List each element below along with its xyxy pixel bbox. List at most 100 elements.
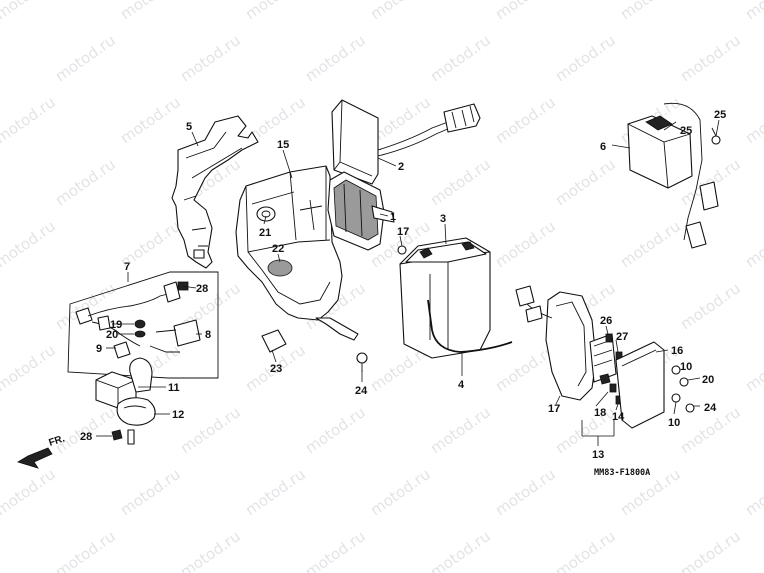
part-24-fuse-a bbox=[605, 333, 613, 343]
watermark-text: motod.ru bbox=[117, 0, 184, 23]
callout-27: 14 bbox=[612, 411, 625, 423]
callout-9: 9 bbox=[96, 343, 102, 355]
part-21-nut bbox=[134, 319, 146, 329]
watermark-text: motod.ru bbox=[0, 341, 59, 395]
watermark-text: motod.ru bbox=[492, 465, 559, 519]
watermark-text: motod.ru bbox=[427, 403, 494, 457]
callout-14: 16 bbox=[671, 345, 683, 357]
watermark-text: motod.ru bbox=[177, 403, 244, 457]
callout-21: 19 bbox=[110, 319, 122, 331]
part-5-bracket bbox=[171, 115, 259, 269]
watermark-text: motod.ru bbox=[242, 465, 309, 519]
watermark-text: motod.ru bbox=[177, 31, 244, 85]
watermark-text: motod.ru bbox=[52, 31, 119, 85]
watermark-text: motod.ru bbox=[742, 341, 764, 395]
watermark-text: motod.ru bbox=[552, 527, 619, 573]
callout-20-bottom: 24 bbox=[704, 402, 717, 414]
part-26-fuse bbox=[609, 383, 617, 393]
callout-23: 24 bbox=[355, 385, 368, 397]
watermark-text: motod.ru bbox=[677, 31, 744, 85]
callout-22: 20 bbox=[106, 329, 118, 341]
leader-lines bbox=[96, 119, 720, 446]
callout-12: 12 bbox=[172, 409, 184, 421]
part-28-fuse bbox=[111, 429, 135, 445]
callout-5: 5 bbox=[186, 121, 192, 133]
callout-17-top: 21 bbox=[259, 227, 271, 239]
callout-3: 3 bbox=[440, 213, 446, 225]
watermark-text: motod.ru bbox=[492, 0, 559, 23]
watermark-text: motod.ru bbox=[427, 31, 494, 85]
callout-11: 11 bbox=[168, 382, 180, 394]
callout-13: 13 bbox=[592, 449, 604, 461]
part-6-regulator bbox=[627, 102, 719, 249]
callout-10-bottom: 10 bbox=[668, 417, 680, 429]
callout-24-top: 26 bbox=[600, 315, 612, 327]
part-9-connector bbox=[113, 341, 131, 359]
watermark-text: motod.ru bbox=[742, 465, 764, 519]
part-1-holder bbox=[327, 171, 395, 251]
watermark-text: motod.ru bbox=[0, 217, 59, 271]
callout-25-top: 25 bbox=[714, 109, 726, 121]
watermark-text: motod.ru bbox=[367, 0, 434, 23]
callout-18: 23 bbox=[270, 363, 282, 375]
part-4-tube bbox=[427, 299, 513, 353]
watermark-text: motod.ru bbox=[492, 93, 559, 147]
watermark-text: motod.ru bbox=[367, 465, 434, 519]
callout-15: 17 bbox=[548, 403, 560, 415]
watermark-text: motod.ru bbox=[742, 217, 764, 271]
watermark-text: motod.ru bbox=[552, 31, 619, 85]
watermark-text: motod.ru bbox=[617, 0, 684, 23]
watermark-text: motod.ru bbox=[677, 527, 744, 573]
callout-19: 17 bbox=[397, 226, 409, 238]
part-20-screw-a bbox=[679, 377, 689, 387]
watermark-text: motod.ru bbox=[427, 155, 494, 209]
part-20-screw-b bbox=[685, 403, 695, 413]
callout-8: 8 bbox=[205, 329, 211, 341]
callout-2: 2 bbox=[398, 161, 404, 173]
callout-28-bottom: 28 bbox=[80, 431, 92, 443]
callout-labels: 5 15 2 1 17 3 4 6 25 25 7 28 8 19 20 9 1… bbox=[80, 109, 726, 461]
watermark-text: motod.ru bbox=[52, 155, 119, 209]
part-16-frame bbox=[235, 165, 359, 341]
watermark-text: motod.ru bbox=[0, 93, 59, 147]
watermark-text: motod.ru bbox=[117, 465, 184, 519]
part-7-harness bbox=[67, 271, 219, 379]
watermark-text: motod.ru bbox=[302, 403, 369, 457]
callout-17-bottom: 22 bbox=[272, 243, 284, 255]
watermark-text: motod.ru bbox=[242, 0, 309, 23]
watermark-text: motod.ru bbox=[552, 403, 619, 457]
callout-26: 18 bbox=[594, 407, 606, 419]
part-22-washer bbox=[134, 330, 146, 338]
callout-7: 7 bbox=[124, 261, 130, 273]
callout-20-top: 20 bbox=[702, 374, 714, 386]
callout-28-top: 28 bbox=[196, 283, 208, 295]
watermark-text: motod.ru bbox=[742, 0, 764, 23]
callout-1: 1 bbox=[390, 211, 396, 223]
watermark-text: motod.ru bbox=[117, 93, 184, 147]
callout-6: 6 bbox=[600, 141, 606, 153]
watermark-text: motod.ru bbox=[427, 527, 494, 573]
diagram-code: MM83-F1800A bbox=[594, 468, 650, 478]
part-19-bolt bbox=[397, 245, 407, 255]
watermark-text: motod.ru bbox=[742, 93, 764, 147]
part-12-relay-cover bbox=[116, 397, 156, 426]
part-10-screw-a bbox=[671, 365, 681, 375]
callout-25-mid: 25 bbox=[680, 125, 692, 137]
front-direction-arrow: FR. bbox=[17, 433, 67, 469]
part-3-battery bbox=[399, 237, 491, 359]
callout-24-bottom: 27 bbox=[616, 331, 628, 343]
part-15-fuse-box bbox=[515, 285, 617, 401]
watermark-text: motod.ru bbox=[617, 217, 684, 271]
callout-16: 15 bbox=[277, 139, 289, 151]
part-18-pad bbox=[261, 329, 287, 353]
watermark-text: motod.ru bbox=[302, 31, 369, 85]
part-2-control-unit bbox=[331, 99, 481, 185]
watermark-text: motod.ru bbox=[302, 527, 369, 573]
direction-label: FR. bbox=[48, 433, 67, 449]
watermark-text: motod.ru bbox=[177, 527, 244, 573]
part-10-screw-b bbox=[671, 393, 681, 403]
callout-10-top: 10 bbox=[680, 361, 692, 373]
part-14-cover bbox=[615, 341, 665, 429]
